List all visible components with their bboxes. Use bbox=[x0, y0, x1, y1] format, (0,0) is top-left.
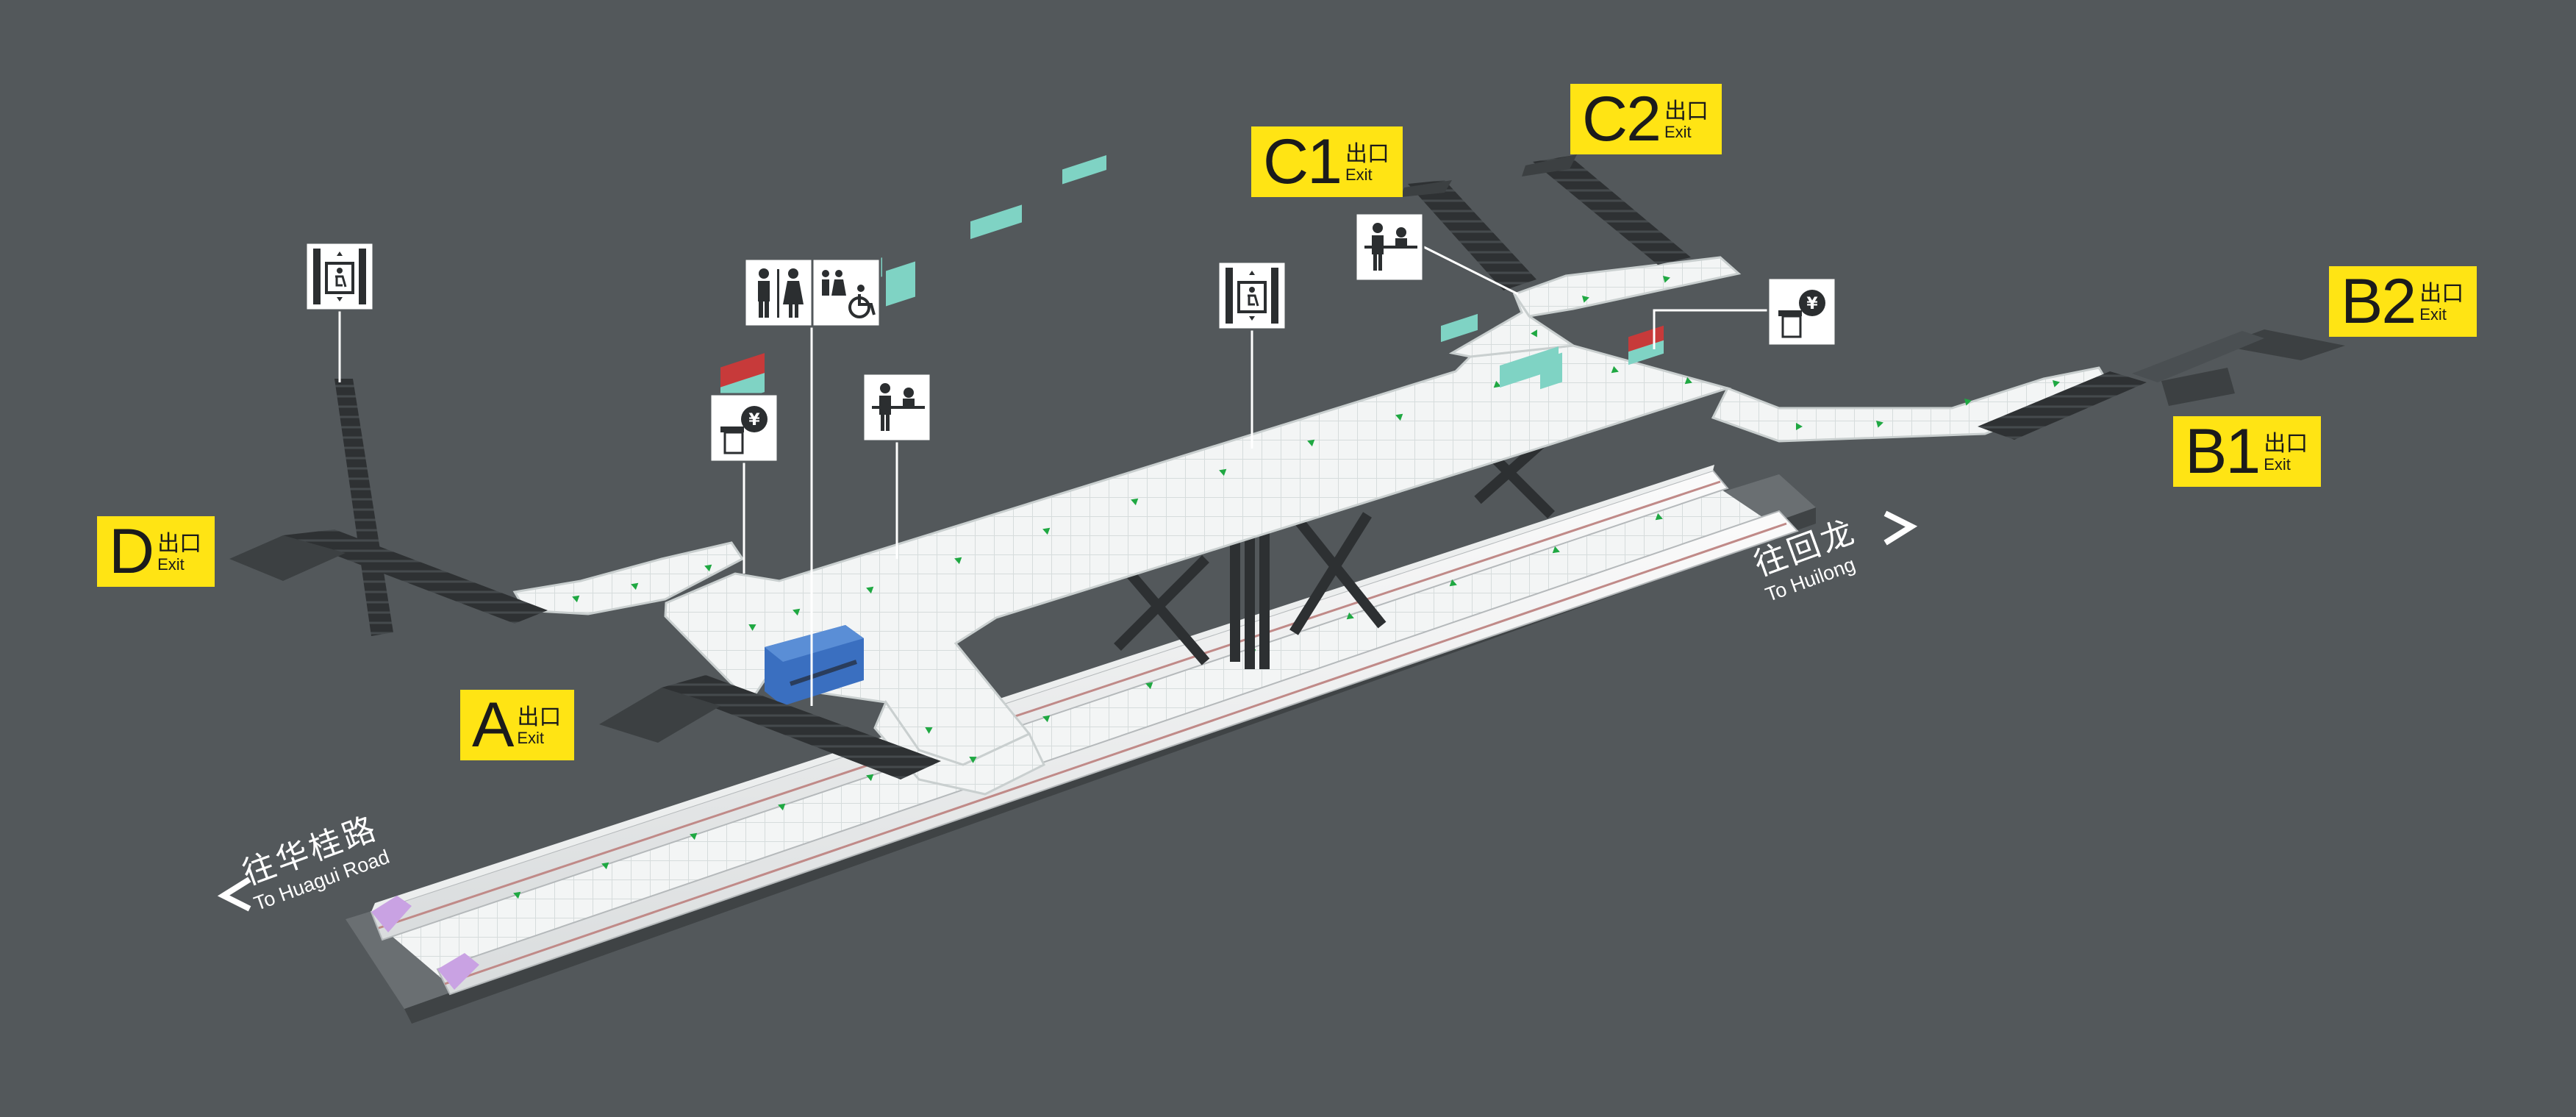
exit-c1-letter: C1 bbox=[1263, 126, 1342, 197]
exit-c2-text: 出口 Exit bbox=[1664, 100, 1709, 141]
exit-b1-en: Exit bbox=[2264, 454, 2291, 474]
exit-sign-c1[interactable]: C1 出口 Exit bbox=[1251, 126, 1403, 197]
concourse-north-corridor bbox=[1512, 256, 1742, 318]
exit-b1-surface bbox=[2161, 368, 2235, 406]
corridor-b2 bbox=[2132, 331, 2264, 382]
service-center-icon[interactable] bbox=[1354, 212, 1425, 282]
exit-b1-cn: 出口 bbox=[2264, 431, 2308, 457]
exit-c2-cn: 出口 bbox=[1664, 99, 1709, 125]
exit-a-surface bbox=[599, 688, 720, 743]
exit-d-text: 出口 Exit bbox=[157, 532, 201, 574]
ticket-machine-icon[interactable]: ¥ bbox=[709, 393, 779, 463]
elevator-icon[interactable] bbox=[1217, 260, 1287, 331]
exit-sign-d[interactable]: D 出口 Exit bbox=[97, 516, 215, 587]
escalator-exit-c2 bbox=[1533, 156, 1691, 265]
exit-c1-surface bbox=[1400, 180, 1452, 197]
train-lower-nose bbox=[437, 953, 479, 990]
elevator-shaft-d bbox=[334, 379, 393, 636]
train-upper bbox=[370, 465, 1729, 941]
escalator-exit-a bbox=[662, 675, 941, 779]
ticket-machine-icon[interactable]: ¥ bbox=[1767, 276, 1837, 347]
platform-level bbox=[346, 465, 1816, 1024]
escalator-exit-d bbox=[283, 529, 548, 624]
exit-a-en: Exit bbox=[517, 728, 545, 747]
train-lower bbox=[436, 510, 1799, 996]
exit-c2-letter: C2 bbox=[1582, 84, 1661, 154]
escalators bbox=[229, 154, 2345, 779]
escalator-exit-b bbox=[1978, 371, 2147, 440]
train-upper-nose bbox=[371, 896, 412, 932]
service-center-icon[interactable] bbox=[862, 372, 932, 443]
svg-text:¥: ¥ bbox=[1806, 295, 1818, 313]
exit-sign-b1[interactable]: B1 出口 Exit bbox=[2173, 416, 2322, 487]
svg-text:¥: ¥ bbox=[748, 411, 760, 429]
train-upper-roof bbox=[371, 465, 1714, 912]
exit-b2-cn: 出口 bbox=[2419, 281, 2464, 307]
exit-d-letter: D bbox=[109, 516, 154, 587]
escalator-exit-c1 bbox=[1408, 180, 1536, 290]
arrow-left-icon bbox=[217, 877, 251, 912]
exit-a-letter: A bbox=[472, 690, 514, 760]
exit-sign-c2[interactable]: C2 出口 Exit bbox=[1570, 84, 1722, 154]
exit-b2-en: Exit bbox=[2419, 304, 2447, 324]
exit-a-text: 出口 Exit bbox=[517, 706, 561, 747]
arrow-right-icon bbox=[1883, 510, 1918, 546]
exit-b1-text: 出口 Exit bbox=[2264, 432, 2308, 474]
accessible-restroom-icon[interactable] bbox=[811, 257, 881, 328]
ticket-vending-machines-east bbox=[1628, 325, 1664, 365]
fare-gates-east bbox=[1441, 313, 1562, 390]
exit-c1-en: Exit bbox=[1345, 165, 1373, 184]
exit-d-cn: 出口 bbox=[157, 531, 202, 557]
restroom-icon[interactable] bbox=[743, 257, 814, 328]
exit-b1-letter: B1 bbox=[2185, 416, 2261, 487]
exit-b2-letter: B2 bbox=[2341, 266, 2416, 337]
concourse-north-link bbox=[1448, 293, 1577, 358]
ticket-office bbox=[765, 625, 864, 706]
exit-sign-b2[interactable]: B2 出口 Exit bbox=[2329, 266, 2477, 337]
exit-c1-cn: 出口 bbox=[1345, 141, 1389, 168]
exit-d-surface bbox=[229, 535, 346, 581]
train-upper-stripe bbox=[378, 480, 1721, 929]
elevator-icon[interactable] bbox=[304, 241, 375, 312]
exit-a-cn: 出口 bbox=[517, 704, 562, 731]
train-lower-stripe bbox=[444, 522, 1787, 985]
platform-floor bbox=[382, 484, 1764, 978]
concourse-west-corridor bbox=[512, 541, 745, 615]
exit-d-en: Exit bbox=[157, 554, 185, 574]
exit-c2-en: Exit bbox=[1664, 122, 1692, 141]
exit-sign-a[interactable]: A 出口 Exit bbox=[460, 690, 575, 760]
exit-b2-text: 出口 Exit bbox=[2419, 282, 2464, 324]
exit-c1-text: 出口 Exit bbox=[1345, 143, 1389, 184]
icon-pins bbox=[338, 245, 1768, 706]
exit-c2-surface bbox=[1522, 154, 1577, 176]
